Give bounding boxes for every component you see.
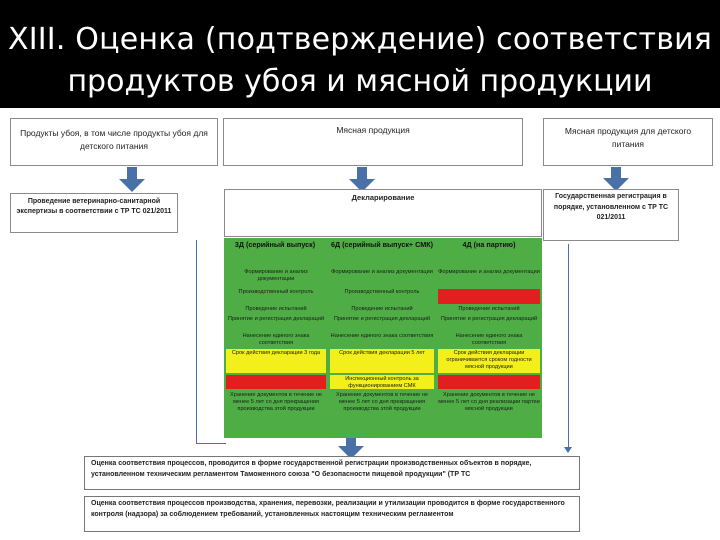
scheme-4d-header: 4Д (на партию) [462, 240, 516, 249]
arrow-left-1-stem [127, 167, 137, 179]
scheme-3d-tests: Проведение испытаний [245, 306, 307, 312]
scheme-4d-storage: Хранение документов в течение не менее 5… [438, 392, 540, 412]
box-process-registration: Оценка соответствия процессов, проводитс… [84, 456, 580, 490]
scheme-4d-registration: Принятие и регистрация деклараций [440, 316, 538, 322]
scheme-6d-inspection: Инспекционный контроль за функционирован… [330, 375, 434, 389]
scheme-6d-storage: Хранение документов в течение не менее 5… [336, 392, 428, 412]
box-meat-products-children: Мясная продукция для детского питания [543, 118, 713, 166]
arrow-right-1-head [603, 178, 629, 191]
connector-right-arrow-icon [564, 447, 572, 453]
box-slaughter-products: Продукты убоя, в том числе продукты убоя… [10, 118, 218, 166]
scheme-3d-registration: Принятие и регистрация деклараций [227, 316, 325, 322]
box-meat-products-label: Мясная продукция [336, 125, 410, 135]
scheme-3d-validity: Срок действия декларации 3 года [226, 349, 326, 373]
connector-left-vertical [196, 240, 197, 444]
scheme-3d-header: 3Д (серийный выпуск) [234, 240, 316, 249]
box-meat-products-children-label: Мясная продукция для детского питания [564, 126, 692, 150]
box-declaration: Декларирование [224, 189, 542, 237]
arrow-center-1-head [349, 179, 375, 192]
scheme-4d-tests: Проведение испытаний [458, 306, 520, 312]
scheme-6d-registration: Принятие и регистрация деклараций [333, 316, 431, 322]
box-vet-exam: Проведение ветеринарно-санитарной экспер… [10, 193, 178, 233]
connector-left-horizontal [196, 443, 226, 444]
scheme-3d-storage: Хранение документов в течение не менее 5… [230, 392, 322, 412]
box-vet-exam-label: Проведение ветеринарно-санитарной экспер… [16, 198, 172, 216]
arrow-center-1-stem [357, 167, 367, 179]
slide-header: XIII. Оценка (подтверждение) соответстви… [0, 0, 720, 108]
scheme-6d-marking: Нанесение единого знака соответствия [330, 333, 434, 339]
scheme-6d-prod-control: Производственный контроль [344, 289, 420, 295]
scheme-3d-docs: Формирование и анализ документации [244, 269, 308, 282]
arrow-left-1-head [119, 179, 145, 192]
box-state-registration-label: Государственная регистрация в порядке, у… [553, 193, 669, 221]
scheme-4d-marking: Нанесение единого знака соответствия [455, 333, 523, 346]
scheme-6d-validity: Срок действия декларации 5 лет [330, 349, 434, 373]
scheme-4d-docs: Формирование и анализ документации [438, 269, 540, 275]
arrow-bottom-head [338, 446, 364, 459]
slide-title-line2: продуктов убоя и мясной продукции [67, 64, 653, 99]
box-process-state-control-label: Оценка соответствия процессов производст… [91, 500, 565, 518]
arrow-bottom-stem [346, 438, 356, 446]
declaration-schemes-table [224, 238, 542, 438]
box-process-registration-label: Оценка соответствия процессов, проводитс… [91, 460, 532, 478]
slide-title-line1: XIII. Оценка (подтверждение) соответстви… [7, 22, 713, 57]
scheme-3d-na-marker [226, 375, 326, 389]
box-meat-products: Мясная продукция [223, 118, 523, 166]
scheme-4d-validity: Срок действия декларации ограничивается … [438, 349, 540, 373]
scheme-3d-prod-control: Производственный контроль [238, 289, 314, 295]
box-declaration-label: Декларирование [351, 193, 415, 202]
scheme-6d-docs: Формирование и анализ документации [331, 269, 433, 275]
scheme-6d-header: 6Д (серийный выпуск+ СМК) [331, 240, 433, 249]
box-state-registration: Государственная регистрация в порядке, у… [543, 189, 679, 241]
scheme-4d-na-marker-2 [438, 375, 540, 389]
scheme-4d-na-marker-1 [438, 289, 540, 304]
scheme-6d-tests: Проведение испытаний [351, 306, 413, 312]
arrow-right-1-stem [611, 167, 621, 178]
box-process-state-control: Оценка соответствия процессов производст… [84, 496, 580, 532]
box-slaughter-products-label: Продукты убоя, в том числе продукты убоя… [20, 128, 208, 152]
connector-right-vertical [568, 244, 569, 450]
scheme-3d-marking: Нанесение единого знака соответствия [242, 333, 310, 346]
